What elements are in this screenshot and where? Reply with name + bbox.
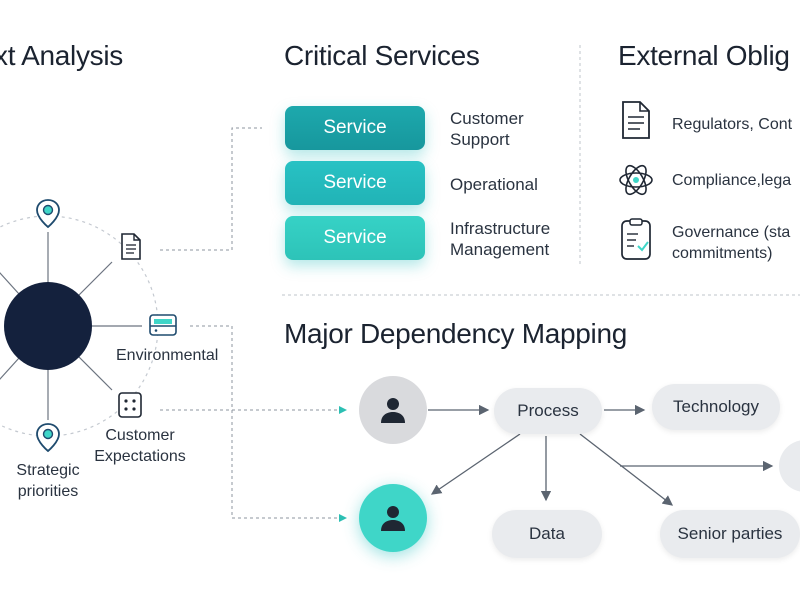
customer-label-line2: Expectations [94,448,186,465]
strategic-priorities-label: Strategic priorities [8,460,88,502]
calculator-icon [118,392,142,418]
obligation-line2: commitments) [672,245,773,262]
external-obligations-heading: External Oblig [618,40,790,71]
arrow-process-to-user2 [430,433,521,495]
service-label-operational: Operational [450,174,538,195]
atom-icon [619,164,653,196]
location-pin-icon-2 [36,423,60,453]
environmental-label: Environmental [116,347,219,364]
clipboard-check-icon [621,218,651,260]
obligation-line1: Regulators, Cont [672,116,793,133]
arrow-process-to-senior [579,433,674,506]
service-label-line1: Operational [450,175,538,194]
user-icon [381,398,405,423]
service-label-customer-support: Customer Support [450,108,524,150]
service-label-line1: Infrastructure [450,219,551,238]
technology-node[interactable]: Technology [652,384,780,430]
connector-document-to-services [160,127,262,251]
obligation-line1: Compliance,lega [672,172,792,189]
obligation-regulators: Regulators, Cont [672,114,792,135]
strategic-label-line2: priorities [17,483,79,500]
service-button-infrastructure[interactable]: Service [285,216,425,260]
service-label-line2: Support [450,130,510,149]
senior-parties-node[interactable]: Senior parties [660,510,800,558]
service-label-infrastructure: Infrastructure Management [450,218,550,260]
document-icon [622,101,650,139]
obligation-governance: Governance (sta commitments) [672,222,790,264]
strategic-label-line1: Strategic [16,462,80,479]
offscreen-node [779,440,800,492]
context-analysis-heading: xt Analysis [0,40,123,71]
user-icon-2 [381,506,405,531]
customer-label-line1: Customer [105,427,175,444]
server-icon [149,314,177,336]
connector-customer-to-user [160,409,347,522]
obligation-line1: Governance (sta [672,224,791,241]
document-icon [121,233,141,260]
data-node[interactable]: Data [492,510,602,558]
service-button-customer-support[interactable]: Service [285,106,425,150]
location-pin-icon [36,199,60,229]
context-hub [4,282,92,370]
customer-expectations-label: Customer Expectations [88,425,192,467]
obligation-compliance: Compliance,lega [672,170,791,191]
service-label-line2: Management [450,240,550,259]
process-node[interactable]: Process [494,388,602,434]
dependency-mapping-heading: Major Dependency Mapping [284,318,628,349]
service-label-line1: Customer [450,109,524,128]
connector-environmental-to-user [190,325,347,414]
critical-services-heading: Critical Services [284,40,480,71]
service-button-operational[interactable]: Service [285,161,425,205]
